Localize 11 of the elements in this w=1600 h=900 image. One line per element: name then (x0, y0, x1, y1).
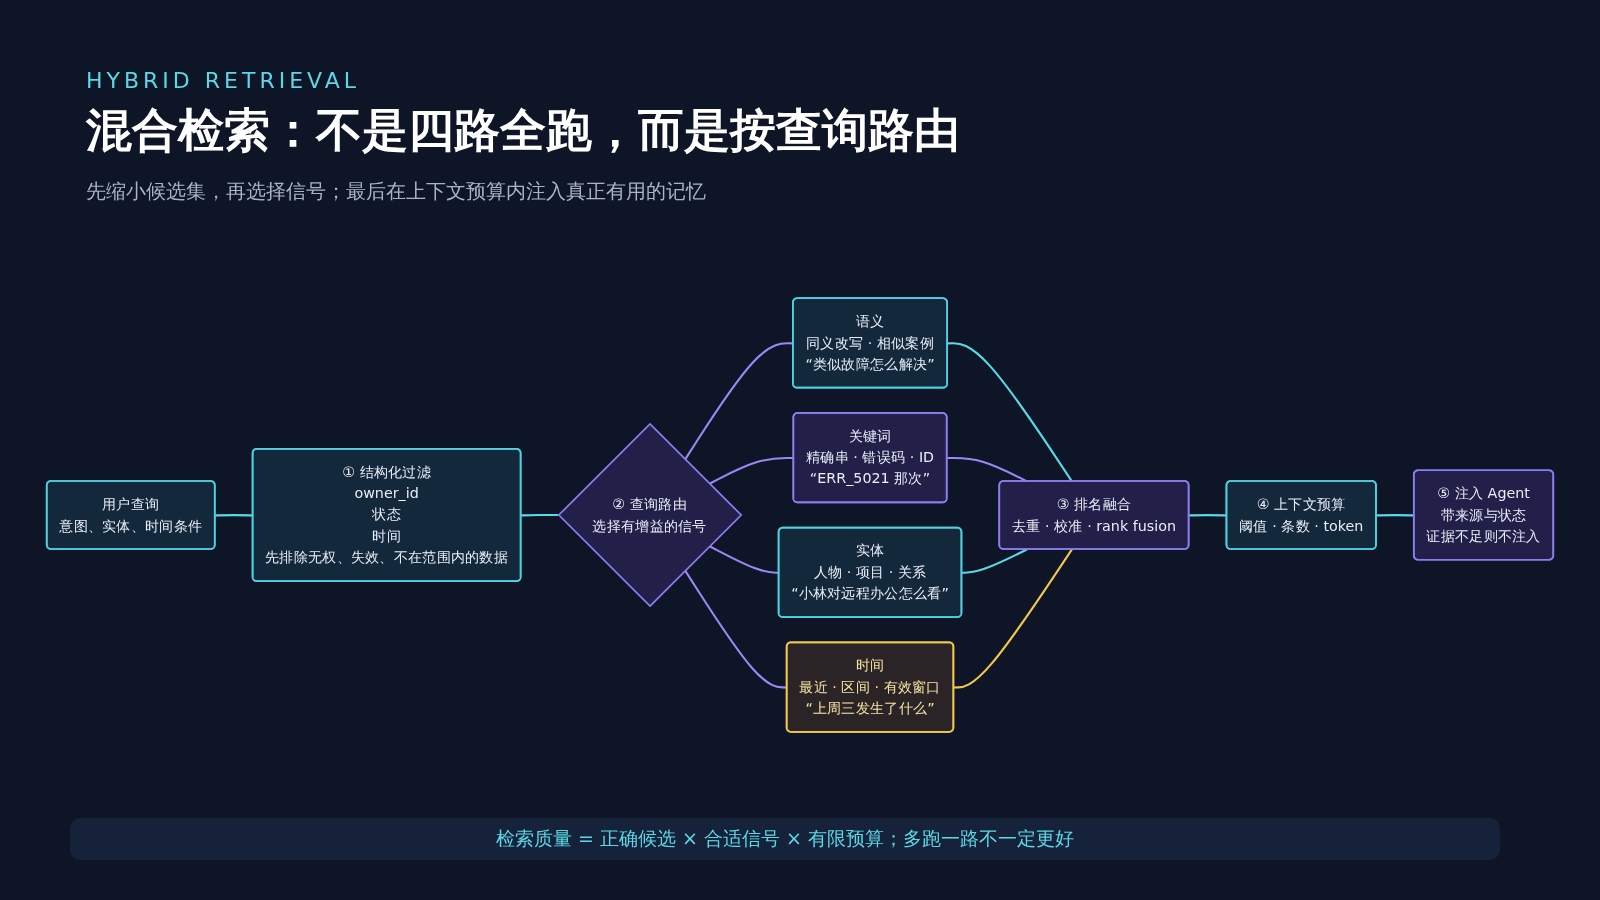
connector (709, 456, 794, 485)
connector (521, 513, 559, 517)
connector (947, 342, 1073, 482)
subtitle: 先缩小候选集，再选择信号；最后在上下文预算内注入真正有用的记忆 (86, 178, 706, 205)
connector (953, 548, 1073, 689)
caption-bar: 检索质量 = 正确候选 × 合适信号 × 有限预算；多跑一路不一定更好 (70, 818, 1500, 860)
node-diamond: ② 查询路由 选择有增益的信号 (557, 422, 743, 608)
connector (1189, 514, 1227, 517)
connector (961, 548, 1028, 574)
title: 混合检索：不是四路全跑，而是按查询路由 (86, 102, 960, 159)
kicker-text: HYBRID RETRIEVAL (86, 68, 361, 93)
